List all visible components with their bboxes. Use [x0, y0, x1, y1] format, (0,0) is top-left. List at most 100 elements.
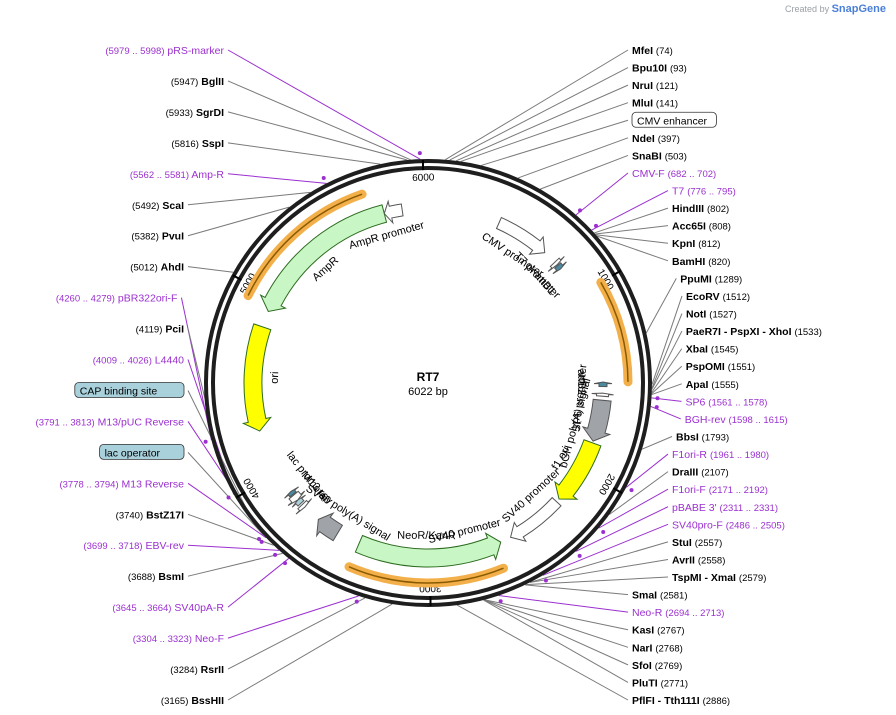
- leader-line: [594, 207, 669, 234]
- site-text: TspMI - XmaI (2579): [672, 572, 766, 584]
- site-position: (397): [658, 134, 680, 145]
- site-text: KpnI (812): [672, 238, 720, 250]
- site-position: (812): [698, 239, 720, 250]
- site-text: (4260 .. 4279) pBR322ori-F: [56, 293, 178, 305]
- tick-label: 6000: [412, 172, 435, 184]
- leader-line: [187, 482, 267, 539]
- site-name: EBV-rev: [145, 540, 184, 552]
- site-tspmi-xmai: TspMI - XmaI (2579): [672, 572, 766, 584]
- highlight-arc-core: [348, 566, 504, 584]
- site-position: (2771): [661, 678, 688, 689]
- site-t7: T7 (776 .. 795): [672, 186, 736, 198]
- site-position: (1551): [728, 362, 755, 373]
- site-position: (2486 .. 2505): [726, 520, 785, 531]
- site-text: (5947) BglII: [171, 76, 224, 88]
- leader-line: [460, 102, 629, 162]
- site-sv40pro-f: SV40pro-F (2486 .. 2505): [672, 519, 785, 531]
- site-position: (3165): [161, 696, 188, 707]
- site-name: Neo-R: [632, 607, 663, 619]
- site-sgrdi: (5933) SgrDI: [166, 107, 224, 119]
- site-acc65i: Acc65I (808): [672, 221, 731, 233]
- leader-line: [645, 278, 677, 334]
- leader-line: [575, 506, 669, 552]
- site-name: NarI: [632, 642, 653, 654]
- site-name: PluTI: [632, 677, 658, 689]
- site-text: StuI (2557): [672, 537, 722, 549]
- primer-mark: [498, 599, 503, 604]
- site-name: M13/pUC Reverse: [98, 416, 185, 428]
- leader-line: [456, 84, 629, 162]
- site-m13-reverse: (3778 .. 3794) M13 Reverse: [59, 478, 184, 490]
- site-ppumi: PpuMI (1289): [680, 273, 742, 285]
- site-avrii: AvrII (2558): [672, 554, 725, 566]
- feature-lac-operator: [291, 494, 306, 508]
- backbone-outer-ring: [204, 159, 652, 607]
- site-text: PluTI (2771): [632, 677, 688, 689]
- site-cmv-f: CMV-F (682 .. 702): [632, 168, 716, 180]
- site-name: XbaI: [686, 344, 708, 356]
- site-ahdi: (5012) AhdI: [130, 262, 184, 274]
- leader-line: [651, 330, 683, 390]
- site-position: (2767): [657, 626, 684, 637]
- site-position: (5382): [131, 232, 158, 243]
- primer-mark: [354, 599, 359, 604]
- leader-line: [525, 584, 629, 596]
- site-labels: MfeI (74)Bpu10I (93)NruI (121)MluI (141)…: [36, 45, 822, 707]
- site-name: PflFI - Tth111I: [632, 695, 700, 707]
- site-f1ori-r: F1ori-R (1961 .. 1980): [672, 449, 769, 461]
- leader-line: [595, 234, 669, 244]
- site-name: pBR322ori-F: [118, 293, 178, 305]
- leader-line: [484, 599, 629, 648]
- site-position: (4009 .. 4026): [93, 356, 152, 367]
- feature-t7-promoter: [547, 256, 565, 272]
- leader-line: [227, 111, 408, 161]
- site-position: (1793): [702, 432, 729, 443]
- site-position: (3284): [170, 665, 197, 676]
- feature-tag-box: [74, 382, 185, 398]
- leader-line: [187, 452, 265, 536]
- site-smai: SmaI (2581): [632, 590, 688, 602]
- site-text: PpuMI (1289): [680, 273, 742, 285]
- site-position: (5012): [130, 263, 157, 274]
- site-apai: ApaI (1555): [686, 379, 739, 391]
- feature-ori: [241, 323, 273, 432]
- site-kasi: KasI (2767): [632, 625, 685, 637]
- leader-line: [595, 225, 669, 235]
- leader-line: [227, 173, 327, 184]
- site-name: KasI: [632, 625, 654, 637]
- feature-ampr-promoter: [383, 199, 404, 225]
- feature-lac-promoter: [287, 490, 306, 506]
- site-m13-puc-reverse: (3791 .. 3813) M13/pUC Reverse: [36, 416, 185, 428]
- highlight-arcs: [243, 189, 633, 588]
- site-text: (5979 .. 5998) pRS-marker: [105, 45, 224, 57]
- feature-cap-binding-site: [284, 486, 299, 499]
- site-stui: StuI (2557): [672, 537, 722, 549]
- site-position: (1561 .. 1578): [708, 397, 767, 408]
- site-text: DraIII (2107): [672, 467, 729, 479]
- feature-sp6-promoter: [591, 392, 614, 398]
- site-f1ori-f: F1ori-F (2171 .. 2192): [672, 484, 768, 496]
- site-text: T7 (776 .. 795): [672, 186, 736, 198]
- tick-mark: [611, 269, 622, 277]
- site-position: (121): [656, 81, 678, 92]
- backbone: [204, 159, 652, 607]
- site-name: M13 Reverse: [122, 478, 185, 490]
- leader-line: [575, 172, 629, 216]
- site-text: (5562 .. 5581) Amp-R: [130, 169, 225, 181]
- primer-mark: [601, 530, 606, 535]
- primer-mark: [578, 208, 583, 213]
- site-position: (820): [708, 257, 730, 268]
- site-mfei: MfeI (74): [632, 45, 673, 57]
- site-xbai: XbaI (1545): [686, 344, 739, 356]
- site-name: BbsI: [676, 431, 699, 443]
- primer-mark: [257, 537, 262, 542]
- primer-mark: [259, 539, 264, 544]
- leader-line: [187, 266, 234, 273]
- primer-mark: [594, 223, 599, 228]
- site-position: (808): [709, 222, 731, 233]
- site-position: (2557): [695, 538, 722, 549]
- leader-line: [227, 597, 366, 670]
- site-position: (2311 .. 2331): [720, 503, 778, 514]
- tick-label: 3000: [419, 582, 442, 593]
